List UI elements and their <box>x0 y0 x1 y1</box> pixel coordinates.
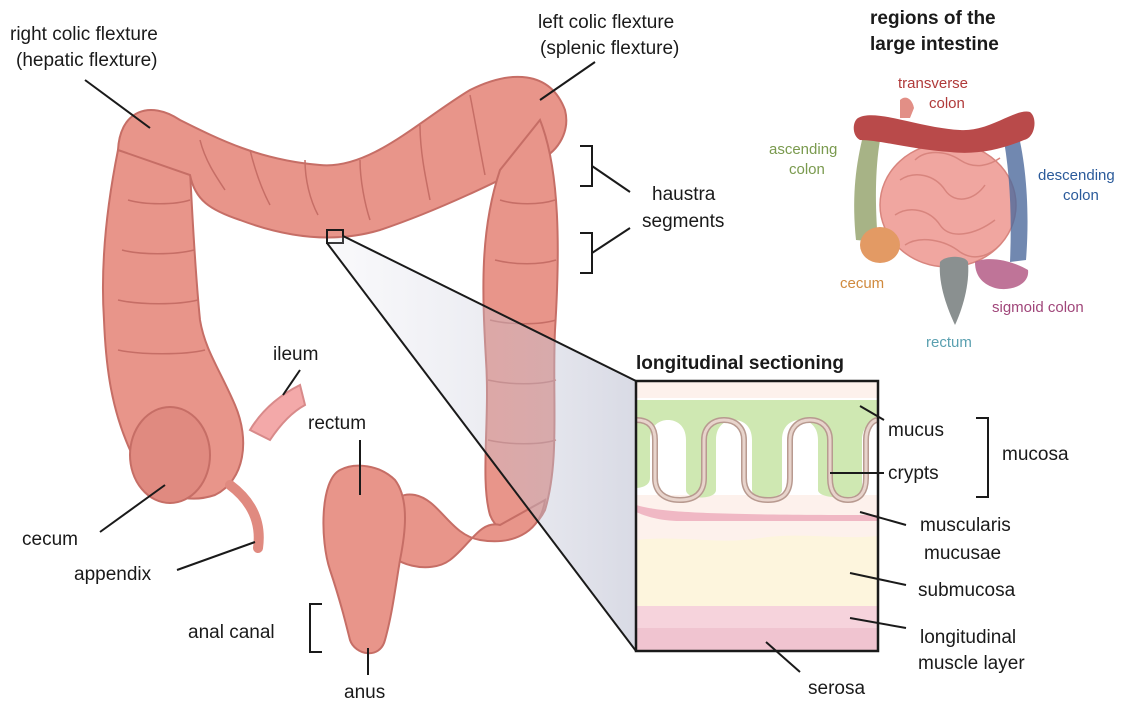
right-colic-label-2: (hepatic flexture) <box>16 50 158 71</box>
muscularis-label-1: muscularis <box>920 515 1011 536</box>
haustra-bracket-bottom <box>580 233 592 273</box>
left-colic-label-1: left colic flexture <box>538 12 674 33</box>
mucosa-label: mucosa <box>1002 444 1069 465</box>
appendix-label: appendix <box>74 564 152 585</box>
rectum-label: rectum <box>308 413 366 434</box>
longitudinal-label-2: muscle layer <box>918 653 1025 674</box>
descending-label-1: descending <box>1038 167 1115 184</box>
mucosa-bracket <box>976 418 988 497</box>
anal-canal-label: anal canal <box>188 622 275 643</box>
ascending-label-2: colon <box>789 161 825 178</box>
submucosa-label: submucosa <box>918 580 1016 601</box>
regions-title-2: large intestine <box>870 34 999 55</box>
left-colic-label-2: (splenic flexture) <box>540 38 679 59</box>
mucus-label: mucus <box>888 420 944 441</box>
ileum-label: ileum <box>273 344 318 365</box>
rectum-region-label: rectum <box>926 334 972 351</box>
anal-canal-bracket <box>310 604 322 652</box>
haustra-label-1: haustra <box>652 184 716 205</box>
anus-label: anus <box>344 682 385 703</box>
rectum-shape <box>323 466 405 654</box>
appendix-shape <box>230 485 259 548</box>
right-colic-label-1: right colic flexture <box>10 24 158 45</box>
cecum-label: cecum <box>22 529 78 550</box>
longitudinal-muscle <box>636 606 878 628</box>
descending-label-2: colon <box>1063 187 1099 204</box>
ileum-shape <box>250 385 305 440</box>
submucosa-layer <box>636 536 878 606</box>
longitudinal-label-1: longitudinal <box>920 627 1016 648</box>
sigmoid-label: sigmoid colon <box>992 299 1084 316</box>
haustra-label-2: segments <box>642 211 724 232</box>
cecum-pouch <box>130 407 210 503</box>
transverse-label-1: transverse <box>898 75 968 92</box>
serosa-label: serosa <box>808 678 865 699</box>
tissue-layers <box>636 381 878 651</box>
muscularis-label-2: mucusae <box>924 543 1001 564</box>
cecum-region-label: cecum <box>840 275 884 292</box>
transverse-label-2: colon <box>929 95 965 112</box>
regions-title-1: regions of the <box>870 8 996 29</box>
serosa-layer <box>636 628 878 651</box>
ascending-label-1: ascending <box>769 141 837 158</box>
haustra-bracket-top <box>580 146 592 186</box>
crypts-label: crypts <box>888 463 939 484</box>
inset-title: longitudinal sectioning <box>636 353 844 374</box>
